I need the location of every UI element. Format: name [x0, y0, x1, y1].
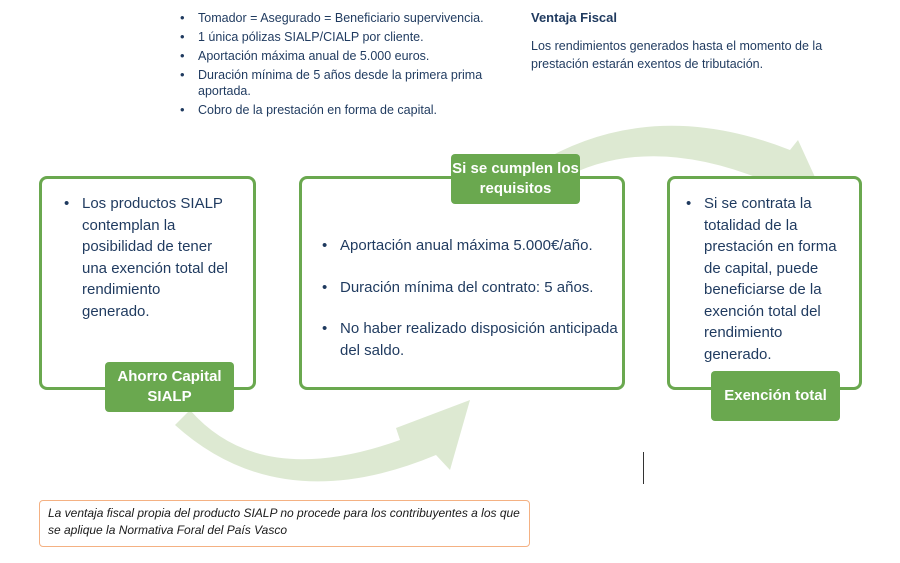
tag-si-se-cumplen: Si se cumplen los requisitos: [451, 154, 580, 204]
box3-list: Si se contrata la totalidad de la presta…: [682, 193, 852, 365]
box1-bullet: Los productos SIALP contemplan la posibi…: [60, 193, 230, 322]
box2-bullet: Duración mínima del contrato: 5 años.: [318, 277, 618, 299]
box2-bullet: Aportación anual máxima 5.000€/año.: [318, 235, 618, 257]
tag-ahorro-capital-sialp: Ahorro Capital SIALP: [105, 362, 234, 412]
disclaimer-note: La ventaja fiscal propia del producto SI…: [39, 500, 530, 547]
requirements-item: 1 única pólizas SIALP/CIALP por cliente.: [176, 29, 516, 45]
requirements-item: Duración mínima de 5 años desde la prime…: [176, 67, 516, 99]
box-sialp-product: Los productos SIALP contemplan la posibi…: [39, 176, 256, 390]
box3-bullet: Si se contrata la totalidad de la presta…: [682, 193, 852, 365]
fiscal-advantage-title: Ventaja Fiscal: [531, 10, 617, 25]
fiscal-advantage-text: Los rendimientos generados hasta el mome…: [531, 39, 823, 71]
requirements-item: Aportación máxima anual de 5.000 euros.: [176, 48, 516, 64]
requirements-item: Tomador = Asegurado = Beneficiario super…: [176, 10, 516, 26]
tag-exencion-total: Exención total: [711, 371, 840, 421]
requirements-item: Cobro de la prestación en forma de capit…: [176, 102, 516, 118]
vertical-divider: [643, 452, 644, 484]
arrow-top: [535, 125, 830, 210]
arrow-bottom: [175, 400, 470, 482]
box2-list: Aportación anual máxima 5.000€/año. Dura…: [318, 235, 618, 381]
box-requirements: Aportación anual máxima 5.000€/año. Dura…: [299, 176, 625, 390]
box1-list: Los productos SIALP contemplan la posibi…: [60, 193, 230, 322]
box2-bullet: No haber realizado disposición anticipad…: [318, 318, 618, 361]
requirements-list: Tomador = Asegurado = Beneficiario super…: [176, 10, 516, 121]
box-exemption: Si se contrata la totalidad de la presta…: [667, 176, 862, 390]
